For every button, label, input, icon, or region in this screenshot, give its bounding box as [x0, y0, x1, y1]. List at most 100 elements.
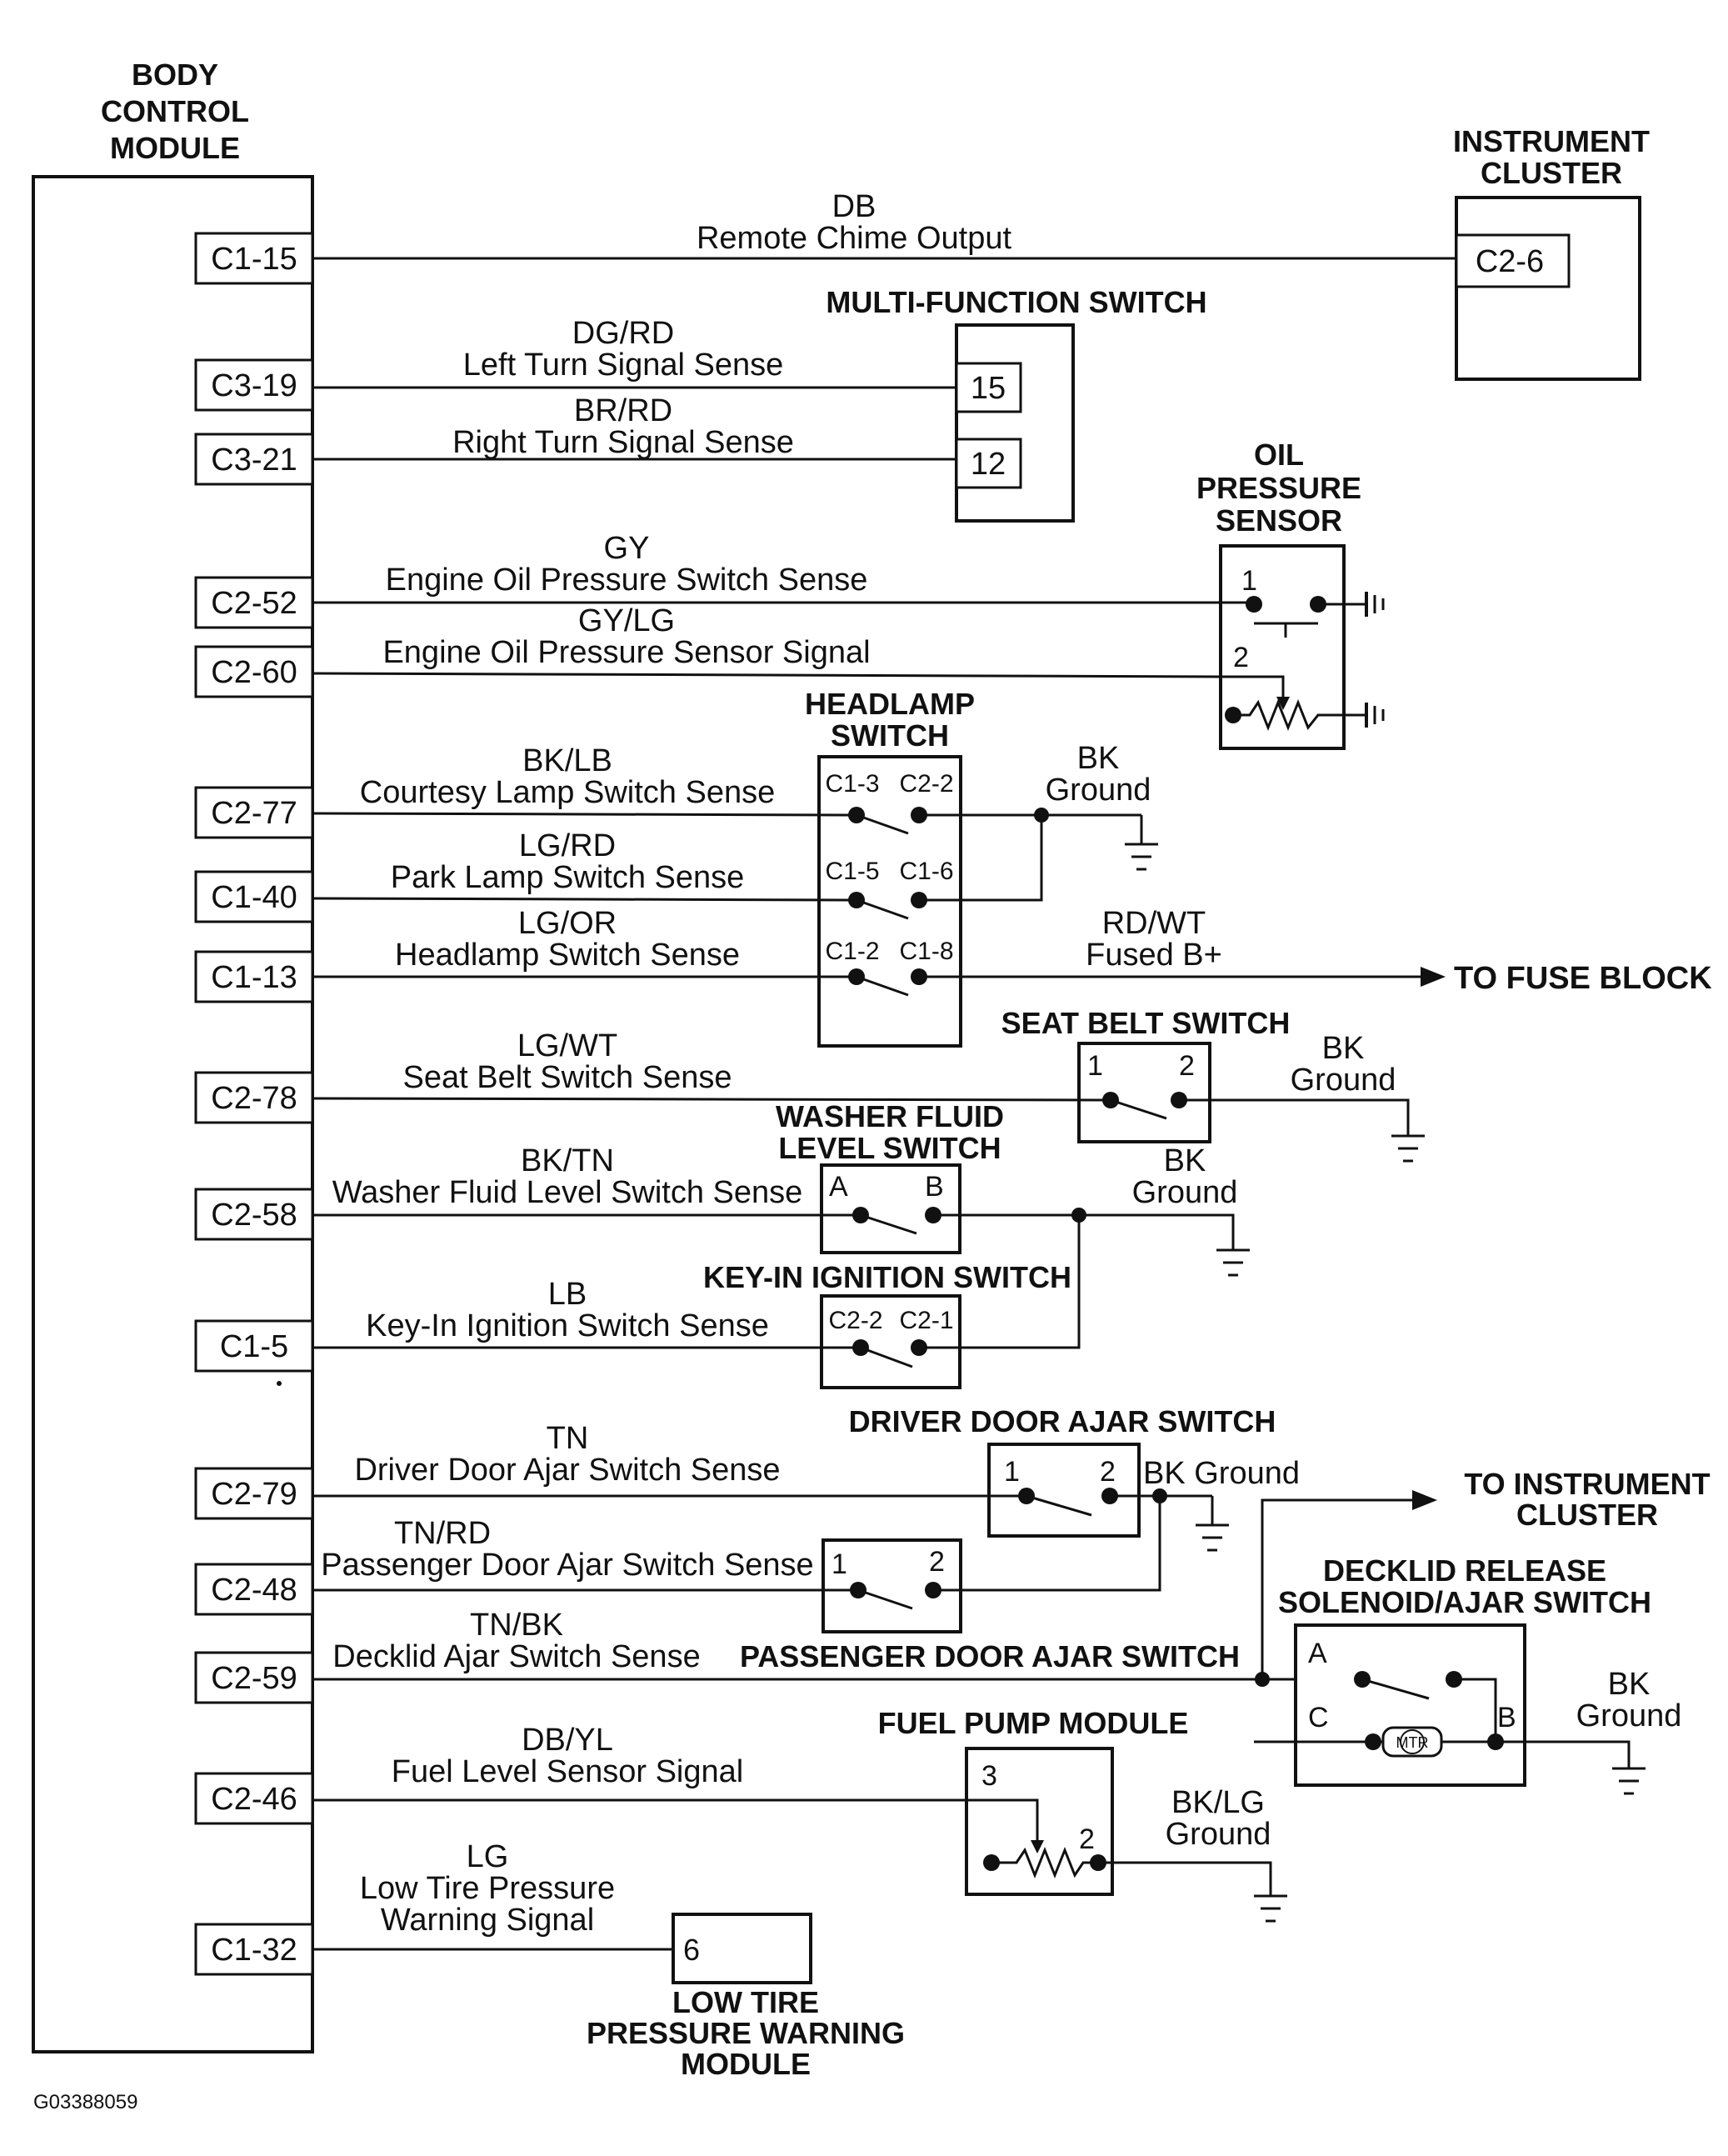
motor-label: MTR	[1396, 1734, 1429, 1751]
wire-color: GY	[604, 531, 650, 566]
mfs-pin-box	[955, 438, 1022, 489]
seat-belt-ground: BK Ground	[1179, 1031, 1425, 1163]
washer-fluid-level-switch: WASHER FLUID LEVEL SWITCH A B	[776, 1099, 1004, 1254]
headlamp-pin: C1-8	[899, 938, 953, 965]
wire-courtesy-lamp: BK/LB Courtesy Lamp Switch Sense	[312, 743, 857, 817]
key-in-switch-box	[820, 1294, 961, 1389]
wire-left-turn: DG/RD Left Turn Signal Sense	[312, 316, 956, 389]
bcm-pin-box	[194, 1467, 314, 1520]
wire-seat-belt: LG/WT Seat Belt Switch Sense	[312, 1028, 1111, 1102]
wire-driver-door: TN Driver Door Ajar Switch Sense	[312, 1421, 1026, 1498]
bcm-pin-box	[194, 1923, 314, 1976]
bcm-pin-label: C2-60	[211, 655, 297, 690]
ground-label: Ground	[1166, 1817, 1271, 1852]
passenger-door-ajar-switch: 1 2 PASSENGER DOOR AJAR SWITCH	[740, 1496, 1240, 1673]
seat-belt-pin-2: 2	[1179, 1050, 1195, 1082]
wire-fuel-level: DB/YL Fuel Level Sensor Signal	[392, 1723, 743, 1789]
fuel-pump-ground: BK/LG Ground	[1098, 1785, 1287, 1923]
to-instrument-cluster-line-2: CLUSTER	[1516, 1498, 1658, 1532]
wire-oil-pressure-switch: GY Engine Oil Pressure Switch Sense	[312, 531, 1254, 604]
decklid-pin-a: A	[1308, 1638, 1327, 1669]
seat-belt-pin-1: 1	[1087, 1050, 1103, 1082]
bcm-pin-label: C1-15	[211, 242, 297, 277]
headlamp-ground: BK Ground	[919, 741, 1158, 902]
bcm-pin-box	[194, 433, 314, 486]
oil-sensor-pin-1: 1	[1241, 565, 1257, 597]
decklid-box	[1294, 1623, 1526, 1787]
bcm-pin-label: C2-59	[211, 1661, 297, 1696]
bcm-pin-box	[194, 950, 314, 1003]
wire-name: Right Turn Signal Sense	[452, 425, 794, 460]
oil-sensor-title-1: OIL	[1254, 438, 1304, 472]
passenger-door-switch-title: PASSENGER DOOR AJAR SWITCH	[740, 1639, 1240, 1673]
bcm-pins: C1-15 C3-19 C3-21 C2-52 C2-60 C2-77 C1-4…	[194, 232, 314, 1976]
low-tire-title-3: MODULE	[681, 2047, 811, 2081]
headlamp-pin: C1-6	[899, 858, 953, 885]
wire-name: Remote Chime Output	[697, 221, 1011, 256]
wire-color: DB	[832, 189, 876, 224]
passenger-door-pin-1: 1	[832, 1548, 847, 1580]
wire-key-in: LB Key-In Ignition Switch Sense	[312, 1277, 861, 1349]
bcm-pin-box	[194, 1188, 314, 1241]
washer-pin-a: A	[829, 1171, 848, 1203]
fuel-pump-title: FUEL PUMP MODULE	[878, 1706, 1189, 1740]
wire-color: BK/TN	[521, 1143, 614, 1178]
bcm-title-line-1: BODY	[132, 58, 218, 92]
instrument-cluster-pin: C2-6	[1476, 244, 1544, 279]
bcm-pin-box	[194, 645, 314, 698]
stray-dot	[277, 1381, 282, 1386]
headlamp-switch-title-2: SWITCH	[831, 718, 949, 753]
wire-name: Seat Belt Switch Sense	[403, 1060, 732, 1095]
bcm-pin-label: C3-21	[211, 443, 297, 478]
wire-decklid-ajar: TN/BK Decklid Ajar Switch Sense TO INSTR…	[312, 1467, 1711, 1687]
mfs-pin-label: 12	[971, 447, 1006, 482]
body-control-module: BODY CONTROL MODULE	[32, 58, 314, 2053]
bcm-pin-box	[194, 1651, 314, 1704]
ground-label: Ground	[1291, 1063, 1396, 1098]
wire-headlamp: LG/OR Headlamp Switch Sense	[312, 906, 857, 978]
key-in-pin: C2-2	[828, 1307, 882, 1334]
wire-washer-fluid: BK/TN Washer Fluid Level Switch Sense	[312, 1143, 861, 1217]
bcm-pin-box	[194, 786, 314, 839]
ground-color: BK	[1322, 1031, 1365, 1066]
driver-door-ajar-switch: DRIVER DOOR AJAR SWITCH 1 2	[849, 1404, 1276, 1538]
washer-switch-title-2: LEVEL SWITCH	[778, 1131, 1001, 1165]
headlamp-pin: C1-5	[825, 858, 879, 885]
low-tire-module-pin: 6	[683, 1933, 700, 1967]
bcm-pin-box	[194, 870, 314, 923]
wire-name: Courtesy Lamp Switch Sense	[360, 775, 775, 810]
headlamp-pin: C1-2	[825, 938, 879, 965]
wire-color: TN/BK	[470, 1608, 563, 1643]
wire-color: BK/LB	[522, 743, 612, 778]
ground-label: Ground	[1576, 1698, 1682, 1733]
oil-sensor-pin-2: 2	[1233, 642, 1249, 673]
fused-b-color: RD/WT	[1102, 906, 1206, 941]
wire-name: Washer Fluid Level Switch Sense	[332, 1175, 803, 1210]
wire-name-line-2: Warning Signal	[381, 1903, 594, 1938]
wire-color: LG/WT	[517, 1028, 617, 1063]
wire-name: Passenger Door Ajar Switch Sense	[321, 1548, 813, 1583]
bcm-pin-label: C2-48	[211, 1573, 297, 1608]
washer-pin-b: B	[925, 1171, 944, 1203]
key-in-pin: C2-1	[899, 1307, 953, 1334]
bcm-pin-label: C2-58	[211, 1198, 297, 1233]
driver-door-pin-1: 1	[1004, 1456, 1020, 1488]
bcm-pin-box	[194, 1772, 314, 1825]
bcm-pin-label: C2-46	[211, 1782, 297, 1817]
bcm-pin-label: C1-40	[211, 880, 297, 915]
mfs-pin-label: 15	[971, 371, 1006, 406]
multi-function-switch: MULTI-FUNCTION SWITCH 15 12	[826, 285, 1207, 523]
driver-door-pin-2: 2	[1100, 1456, 1116, 1488]
wire-color: LB	[548, 1277, 587, 1312]
decklid-title-2: SOLENOID/AJAR SWITCH	[1278, 1585, 1651, 1619]
key-in-ignition-switch: KEY-IN IGNITION SWITCH C2-2 C2-1	[703, 1215, 1081, 1389]
instrument-cluster-title-2: CLUSTER	[1481, 156, 1622, 190]
wire-oil-pressure-sensor: GY/LG Engine Oil Pressure Sensor Signal	[312, 603, 1221, 678]
passenger-door-switch-box	[822, 1538, 962, 1633]
ground-label: Ground	[1132, 1175, 1238, 1210]
bcm-pin-label: C3-19	[211, 368, 297, 403]
wire-name: Decklid Ajar Switch Sense	[332, 1639, 700, 1674]
wire-passenger-door: TN/RD Passenger Door Ajar Switch Sense	[312, 1516, 858, 1592]
fuel-pump-module: FUEL PUMP MODULE 3 2	[312, 1706, 1189, 1896]
driver-door-switch-title: DRIVER DOOR AJAR SWITCH	[849, 1404, 1276, 1438]
